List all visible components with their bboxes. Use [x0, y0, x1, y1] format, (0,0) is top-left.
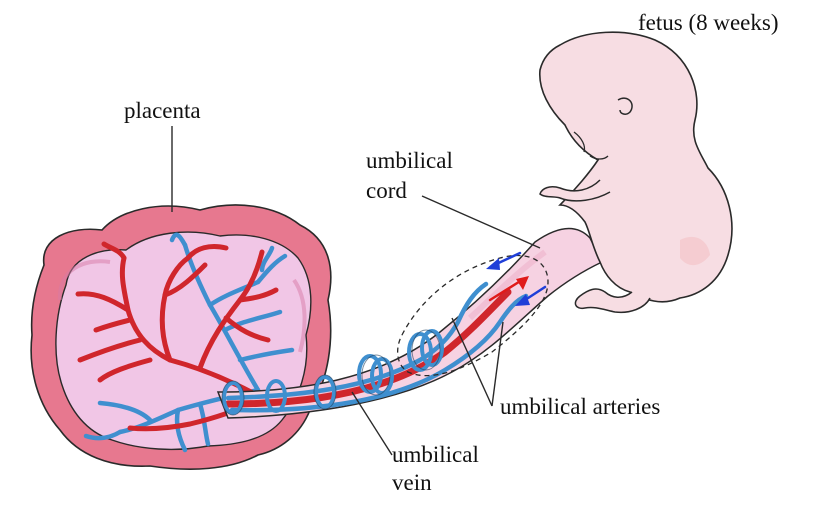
leader-vein: [352, 392, 392, 455]
label-placenta: placenta: [124, 96, 201, 125]
label-umbilical-cord-line2: cord: [366, 176, 407, 205]
label-umbilical-vein-line1: umbilical: [392, 440, 479, 469]
label-umbilical-vein-line2: vein: [392, 468, 432, 497]
label-fetus: fetus (8 weeks): [638, 8, 779, 37]
leader-cord: [422, 196, 540, 248]
placenta: [31, 205, 331, 469]
label-umbilical-cord-line1: umbilical: [366, 146, 453, 175]
label-umbilical-arteries: umbilical arteries: [500, 392, 660, 421]
